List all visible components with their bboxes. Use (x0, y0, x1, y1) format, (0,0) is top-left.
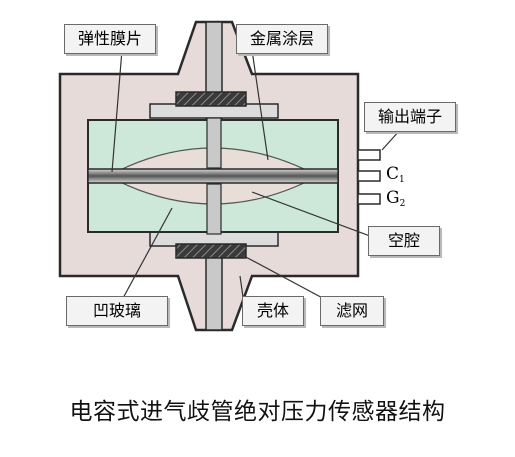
leader-membrane (111, 49, 123, 173)
label-housing: 壳体 (242, 296, 304, 326)
label-metal-coating: 金属涂层 (236, 24, 328, 54)
label-cavity: 空腔 (368, 226, 440, 256)
label-membrane: 弹性膜片 (64, 24, 156, 54)
pin-label-g2: G2 (386, 188, 405, 214)
sensor-structure-diagram (58, 20, 401, 332)
leader-metal-coating (251, 49, 269, 161)
terminal-pin-3 (357, 193, 381, 205)
leader-cavity (251, 191, 387, 243)
elastic-membrane (87, 168, 339, 184)
lower-post (206, 183, 222, 235)
pin-c-subscript: 1 (399, 175, 405, 185)
pin-g-letter: G (386, 188, 400, 208)
terminal-pin-1 (357, 149, 381, 161)
label-glass: 凹玻璃 (66, 296, 168, 326)
leader-glass (121, 207, 173, 301)
pin-label-c1: C1 (386, 164, 405, 190)
pin-c-letter: C (386, 164, 400, 184)
top-filter (175, 91, 247, 107)
upper-post (206, 117, 222, 169)
bottom-filter (175, 243, 247, 259)
label-output-terminal: 输出端子 (364, 102, 456, 132)
label-filter: 滤网 (320, 296, 384, 326)
terminal-pin-2 (357, 170, 381, 182)
leader-output-terminal (381, 129, 401, 151)
pin-g-subscript: 2 (399, 199, 406, 209)
leader-filter (243, 255, 331, 303)
diagram-caption: 电容式进气歧管绝对压力传感器结构 (69, 399, 446, 425)
